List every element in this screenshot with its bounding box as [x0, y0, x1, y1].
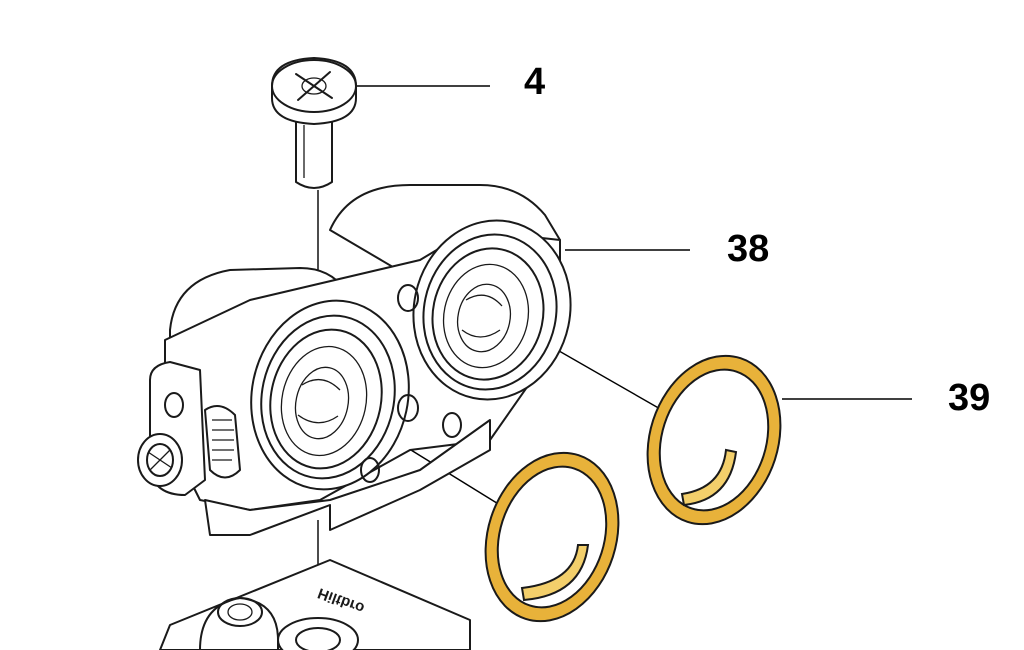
seal-ring-right [646, 354, 782, 526]
screw-part [271, 57, 357, 189]
callout-screw: 4 [524, 61, 546, 103]
callout-seal-rings: 39 [948, 377, 991, 419]
callout-valve-body: 38 [727, 228, 770, 270]
base-plate: Hiltbro [159, 559, 471, 650]
valve-body-part [137, 184, 572, 536]
seal-ring-left [484, 451, 620, 623]
